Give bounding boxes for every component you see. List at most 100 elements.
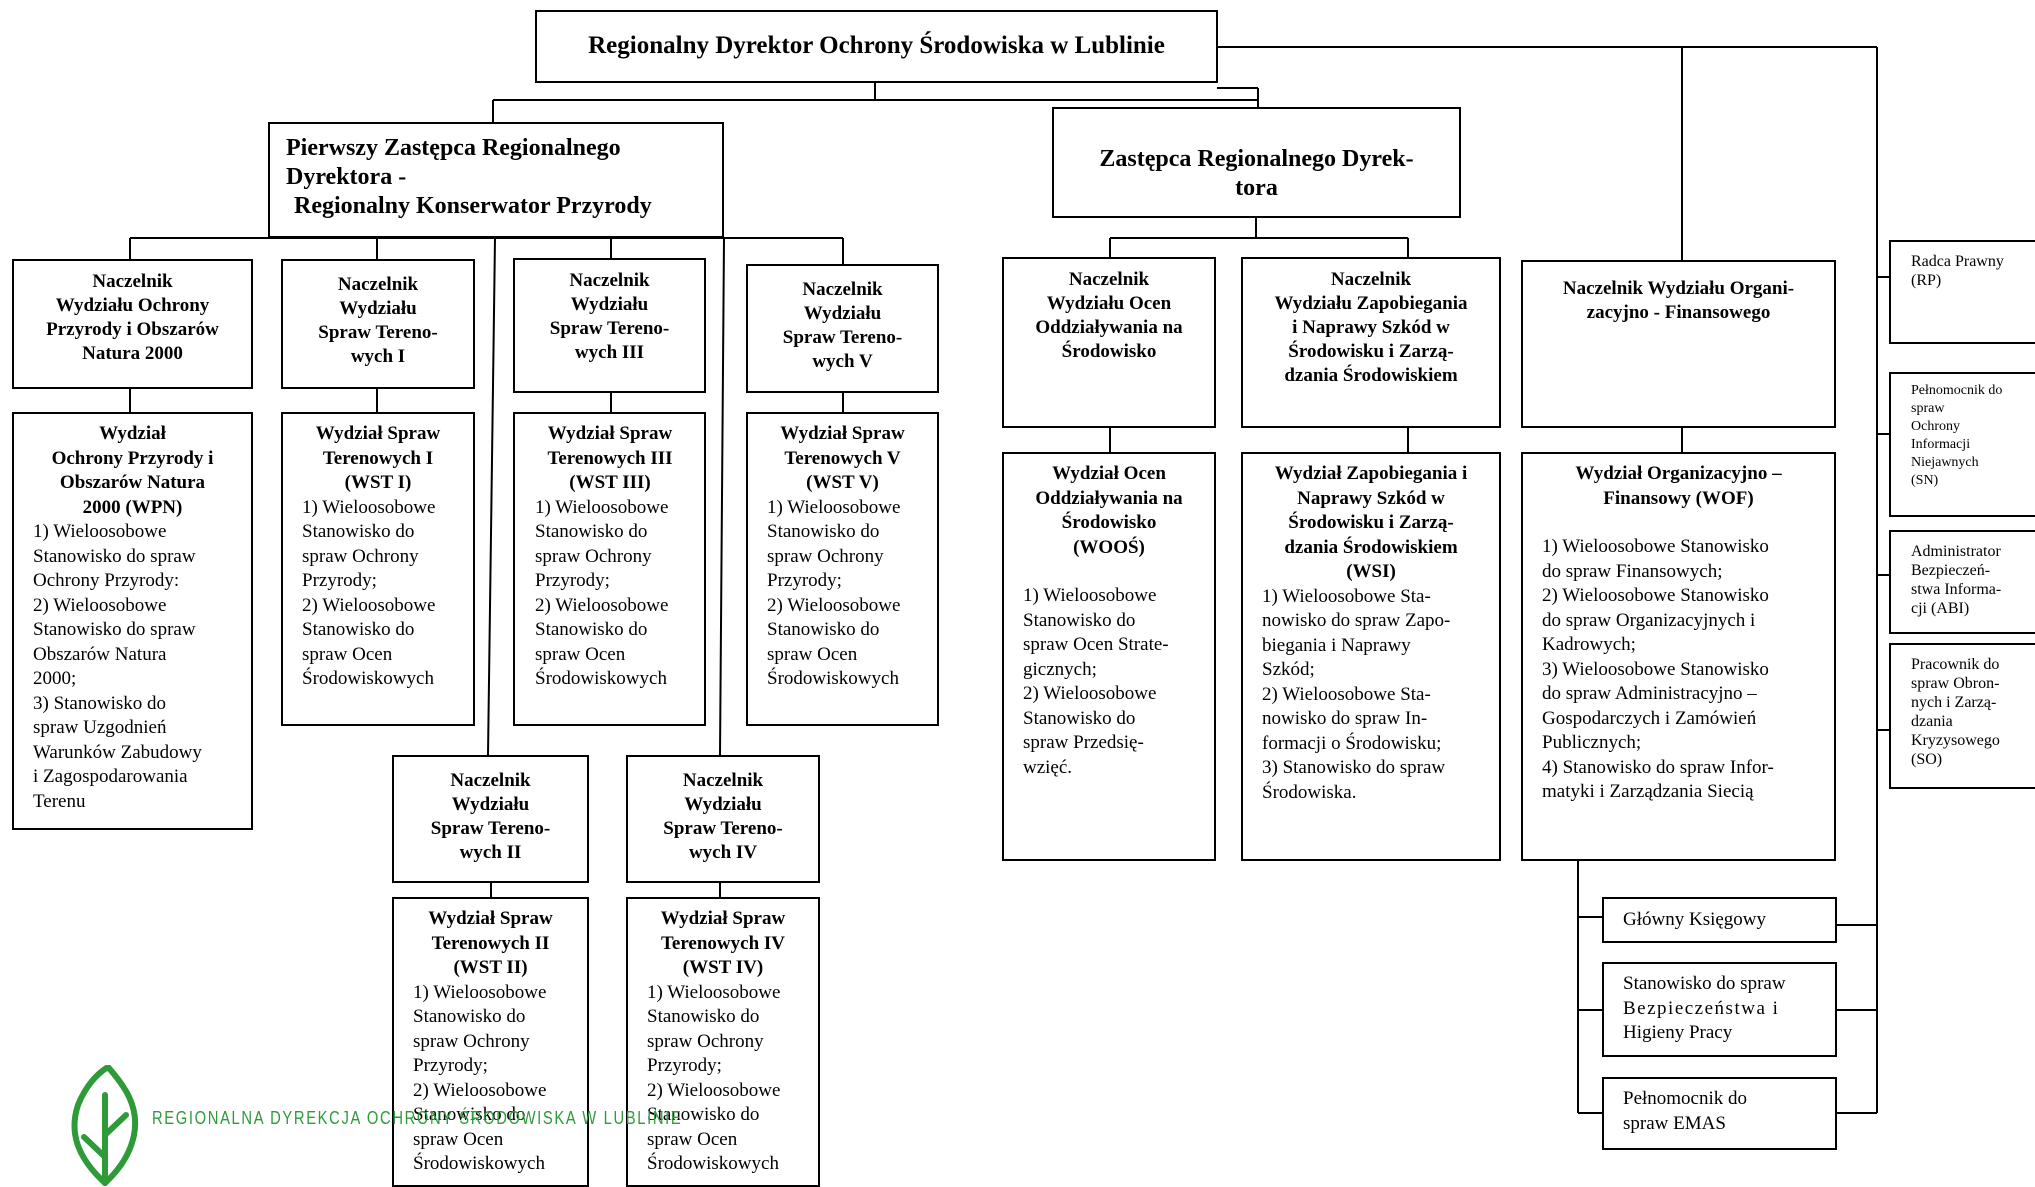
dept-item-line: spraw Ochrony xyxy=(302,545,419,567)
dept-item-line: 1) Wieloosobowe xyxy=(647,981,781,1003)
head-line: Wydziału Zapobiegania xyxy=(1274,293,1468,314)
dept-item-line: 2) Wieloosobowe Sta- xyxy=(1262,683,1431,705)
dept-title-line: Terenowych III xyxy=(547,447,673,469)
dept-item-line: 1) Wieloosobowe xyxy=(302,496,436,518)
dept-item-line: 2) Wieloosobowe xyxy=(535,594,669,616)
dept-title-line: Wydział Spraw xyxy=(547,423,673,444)
dept-title-line: Terenowych II xyxy=(431,932,550,954)
head-wst2: Naczelnik Wydziału Spraw Tereno- wych II xyxy=(392,755,589,883)
dept-items: 1) Wieloosobowe Stanowisko do spraw Ochr… xyxy=(647,981,808,1177)
first-deputy-box: Pierwszy Zastępca Regionalnego Dyrektora… xyxy=(268,122,724,238)
dept-items: 1) Wieloosobowe Stanowisko do spraw Ochr… xyxy=(535,496,694,692)
dept-item-line: 3) Stanowisko do xyxy=(33,692,166,714)
dept-title-line: Wydział Ocen xyxy=(1052,463,1166,484)
dept-items: 1) Wieloosobowe Stanowisko do spraw Ochr… xyxy=(413,981,577,1177)
head-line: Spraw Tereno- xyxy=(430,818,551,839)
side-line: nych i Zarzą- xyxy=(1911,694,1997,711)
dept-item-line: 1) Wieloosobowe Sta- xyxy=(1262,585,1431,607)
dept-title-line: Terenowych IV xyxy=(660,932,786,954)
dept-item-line: Środowiskowych xyxy=(302,668,434,689)
accountant-box: Główny Księgowy xyxy=(1602,897,1837,943)
dept-item-line: Stanowisko do xyxy=(535,521,648,542)
head-wst3: Naczelnik Wydziału Spraw Tereno- wych II… xyxy=(513,258,706,393)
dept-item-line: Stanowisko do spraw xyxy=(33,545,196,567)
dept-item-line: spraw Ochrony xyxy=(535,545,652,567)
dept-item-line: biegania i Naprawy xyxy=(1262,634,1411,656)
dept-item-line: Stanowisko do xyxy=(413,1006,526,1027)
bhp-line: Higieny Pracy xyxy=(1623,1022,1733,1043)
head-line: Oddziaływania na xyxy=(1035,317,1183,338)
dept-title: Wydział Zapobiegania i Naprawy Szkód w Ś… xyxy=(1253,462,1489,585)
dept-item-line: Środowiskowych xyxy=(535,668,667,689)
head-line: wych V xyxy=(812,351,873,372)
dept-item-line: spraw Przedsię- xyxy=(1023,732,1144,753)
dept-item-line: 2) Wieloosobowe xyxy=(302,594,436,616)
dept-title-line: (WST I) xyxy=(344,472,412,493)
dept-title-line: Wydział Spraw xyxy=(428,908,553,929)
dept-title-line: Środowisko xyxy=(1061,512,1157,533)
dept-item-line: Obszarów Natura xyxy=(33,643,167,665)
side-line: Pracownik do xyxy=(1911,656,2000,673)
side-line: (RP) xyxy=(1911,272,1942,289)
dept-wst2: Wydział Spraw Terenowych II (WST II) 1) … xyxy=(392,897,589,1187)
side-line: cji (ABI) xyxy=(1911,600,1970,617)
side-line: Pełnomocnik do xyxy=(1911,383,2003,398)
dept-item-line: Kadrowych; xyxy=(1542,634,1636,655)
leaf-logo-icon xyxy=(71,1065,139,1186)
head-wof: Naczelnik Wydziału Organi- zacyjno - Fin… xyxy=(1521,260,1836,428)
dept-item-line: Terenu xyxy=(33,790,86,812)
dept-title-line: Wydział xyxy=(99,423,166,444)
dept-item-line: Stanowisko do xyxy=(767,521,880,542)
side-line: (SN) xyxy=(1911,473,1939,488)
dept-items: 1) Wieloosobowe Stanowisko do spraw Ocen… xyxy=(1023,584,1204,780)
dept-item-line: 1) Wieloosobowe Stanowisko xyxy=(1542,536,1769,557)
head-line: Wydziału xyxy=(339,298,417,319)
emas-line: spraw EMAS xyxy=(1623,1112,1726,1134)
dept-item-line: 1) Wieloosobowe xyxy=(413,981,547,1003)
dept-title-line: (WST III) xyxy=(569,472,651,493)
dept-item-line: formacji o Środowisku; xyxy=(1262,732,1442,754)
dept-title-line: Obszarów Natura xyxy=(59,472,206,493)
logo-text: REGIONALNA DYREKCJA OCHRONY ŚRODOWISKA W… xyxy=(152,1108,683,1128)
dept-items: 1) Wieloosobowe Sta- nowisko do spraw Za… xyxy=(1262,585,1489,806)
dept-item-line: 2) Wieloosobowe xyxy=(413,1079,547,1101)
dept-item-line: Stanowisko do xyxy=(1023,707,1136,729)
side-line: stwa Informa- xyxy=(1911,581,2002,598)
dept-item-line: spraw Ocen xyxy=(647,1128,738,1150)
head-line: Naczelnik xyxy=(1068,269,1150,290)
dept-item-line: spraw Uzgodnień xyxy=(33,717,167,738)
dept-item-line: 2) Wieloosobowe xyxy=(33,594,167,616)
head-line: Wydziału xyxy=(451,794,530,815)
accountant-label: Główny Księgowy xyxy=(1623,909,1767,930)
head-line: Wydziału xyxy=(803,303,882,324)
dept-title: Wydział Spraw Terenowych V (WST V) xyxy=(758,422,927,496)
dept-title: Wydział Spraw Terenowych II (WST II) xyxy=(404,907,577,981)
dept-item-line: Środowiskowych xyxy=(767,668,899,689)
dept-item-line: 1) Wieloosobowe xyxy=(1023,585,1157,606)
side-line: Radca Prawny xyxy=(1911,253,2004,270)
dept-title-line: Wydział Organizacyjno – xyxy=(1575,463,1782,484)
head-line: Wydziału Ocen xyxy=(1046,293,1172,314)
head-line: dzania Środowiskiem xyxy=(1284,365,1458,386)
dept-item-line: Przyrody; xyxy=(647,1055,722,1076)
head-line: Naczelnik xyxy=(569,270,650,291)
dept-item-line: Stanowisko do spraw xyxy=(33,619,196,640)
dept-item-line: 2) Wieloosobowe xyxy=(767,594,901,616)
emas-line: Pełnomocnik do xyxy=(1623,1088,1748,1109)
dept-item-line: spraw Ochrony xyxy=(413,1030,530,1052)
dept-item-line: 3) Wieloosobowe Stanowisko xyxy=(1542,658,1769,680)
dept-title-line: (WST IV) xyxy=(682,957,764,978)
head-line: Naczelnik xyxy=(92,271,173,292)
deputy-line: Zastępca Regionalnego Dyrek- xyxy=(1099,146,1414,172)
dept-title-line: Finansowy (WOF) xyxy=(1603,487,1754,509)
dept-title-line: Ochrony Przyrody i xyxy=(51,447,214,469)
side-line: Informacji xyxy=(1911,437,1971,452)
head-line: Spraw Tereno- xyxy=(549,318,670,339)
dept-item-line: Środowiskowych xyxy=(413,1153,545,1174)
deputy-line: tora xyxy=(1235,175,1278,201)
dept-wst5: Wydział Spraw Terenowych V (WST V) 1) Wi… xyxy=(746,412,939,726)
head-line: Naczelnik xyxy=(450,770,531,791)
dept-items: 1) Wieloosobowe Stanowisko do spraw Ochr… xyxy=(767,496,927,692)
bhp-line: Stanowisko do spraw xyxy=(1623,973,1786,994)
